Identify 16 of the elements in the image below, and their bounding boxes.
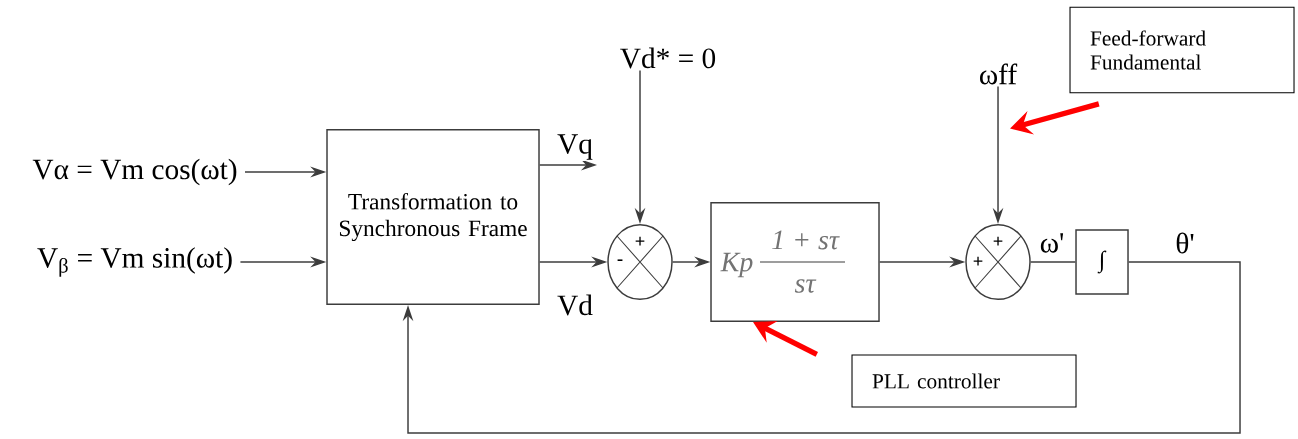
note-box: Feed-forward Fundamental — [1069, 6, 1295, 94]
summing-junction: + + — [965, 223, 1031, 301]
signal-label: θ' — [1174, 231, 1196, 255]
input-label: Vα = Vm cos(ωt) — [32, 158, 237, 186]
note-box: PLL controller — [851, 354, 1077, 408]
arrow — [402, 261, 1241, 434]
integrator-block: ∫ — [1075, 229, 1129, 295]
signal-label: Vd — [555, 293, 595, 317]
input-label: Vd* = 0 — [620, 47, 716, 69]
summing-junction: + - — [607, 223, 673, 301]
input-label: V$_{β}$ = Vm sin(ωt) — [37, 247, 232, 277]
input-label: ωff — [980, 63, 1018, 85]
signal-label: Vq — [555, 132, 595, 162]
controller-block: Kp 1 + sτ sτ — [710, 201, 880, 323]
transform-block: Transformation to Synchronous Frame — [326, 128, 540, 306]
signal-label: ω' — [1038, 231, 1066, 255]
